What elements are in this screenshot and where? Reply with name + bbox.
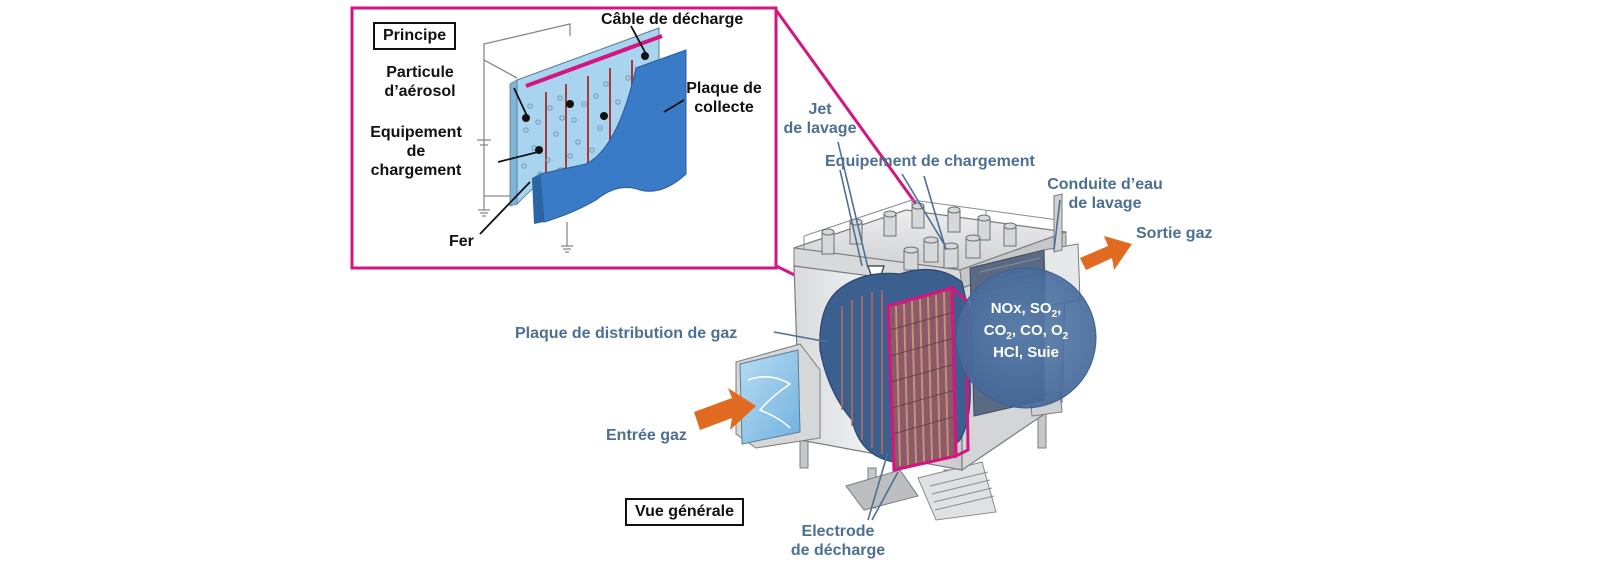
exhaust-gas-bubble — [955, 267, 1097, 409]
collecting-plate-label: Plaque de collecte — [683, 79, 765, 117]
gas-line-1: NOx, SO2, — [956, 300, 1096, 321]
gas-co: CO — [983, 322, 1007, 339]
gas-line-3: HCl, Suie — [993, 344, 1059, 361]
charging-equipment-label: Equipement de chargement — [825, 153, 1035, 170]
gas-outlet-label: Sortie gaz — [1136, 225, 1213, 242]
aerosol-particle-label-line1: Particule — [386, 64, 454, 81]
general-view-title: Vue générale — [625, 498, 745, 526]
discharge-electrode-line2: de décharge — [790, 542, 886, 560]
gas-line-2: CO2, CO, O2 — [956, 322, 1096, 343]
top-pipes — [821, 202, 1017, 271]
gas-inlet-label: Entrée gaz — [606, 427, 687, 444]
wash-water-conduit-line2: de lavage — [1068, 195, 1142, 213]
aerosol-particle-label-line2: d’aérosol — [384, 83, 456, 101]
wash-water-conduit-label: Conduite d’eau de lavage — [1040, 175, 1170, 213]
aerosol-particle-label: Particule d’aérosol — [372, 63, 468, 101]
gas-out-arrow — [1080, 236, 1132, 270]
inset-charged-particles — [522, 52, 649, 154]
collecting-plate-label-line2: collecte — [694, 99, 754, 117]
main-leader-lines — [773, 141, 1061, 521]
gas-distribution-plate-label: Plaque de distribution de gaz — [515, 325, 738, 342]
gas-in-arrow — [694, 388, 756, 430]
gas-co-subscript: 2 — [1006, 331, 1012, 342]
exhaust-gas-composition: NOx, SO2, CO2, CO, O2 HCl, Suie — [956, 300, 1096, 380]
wash-water-conduit-line1: Conduite d’eau — [1047, 176, 1163, 193]
discharge-cable-label: Câble de décharge — [601, 11, 744, 28]
inset-charging-equipment-line2: de — [406, 143, 426, 161]
discharge-electrode-label: Electrode de décharge — [778, 522, 898, 560]
inset-leader-lines — [479, 25, 685, 235]
collecting-plate-label-line1: Plaque de — [686, 80, 762, 97]
gas-o-subscript: 2 — [1062, 331, 1069, 342]
inset-charging-equipment-line1: Equipement — [370, 124, 462, 141]
iron-label: Fer — [449, 233, 474, 250]
electrode-panel — [886, 284, 970, 472]
gas-nox-so: NOx, SO — [990, 300, 1052, 317]
discharge-electrode-line1: Electrode — [801, 523, 875, 540]
inset-title: Principe — [373, 22, 457, 50]
inset-charging-equipment-line3: chargement — [370, 162, 462, 180]
gas-line1-comma: , — [1057, 300, 1062, 317]
inset-circuit — [477, 23, 573, 253]
gas-so-subscript: 2 — [1051, 309, 1058, 320]
wash-jet-label-line2: de lavage — [783, 120, 857, 138]
wash-jet-label-line1: Jet — [808, 101, 832, 118]
wash-jet-label: Jet de lavage — [772, 100, 868, 138]
inlet-duct — [735, 343, 821, 449]
inset-charging-equipment-label: Equipement de chargement — [358, 123, 474, 181]
gas-co-o: , CO, O — [1011, 322, 1063, 339]
inset-collecting-plate — [532, 49, 687, 224]
